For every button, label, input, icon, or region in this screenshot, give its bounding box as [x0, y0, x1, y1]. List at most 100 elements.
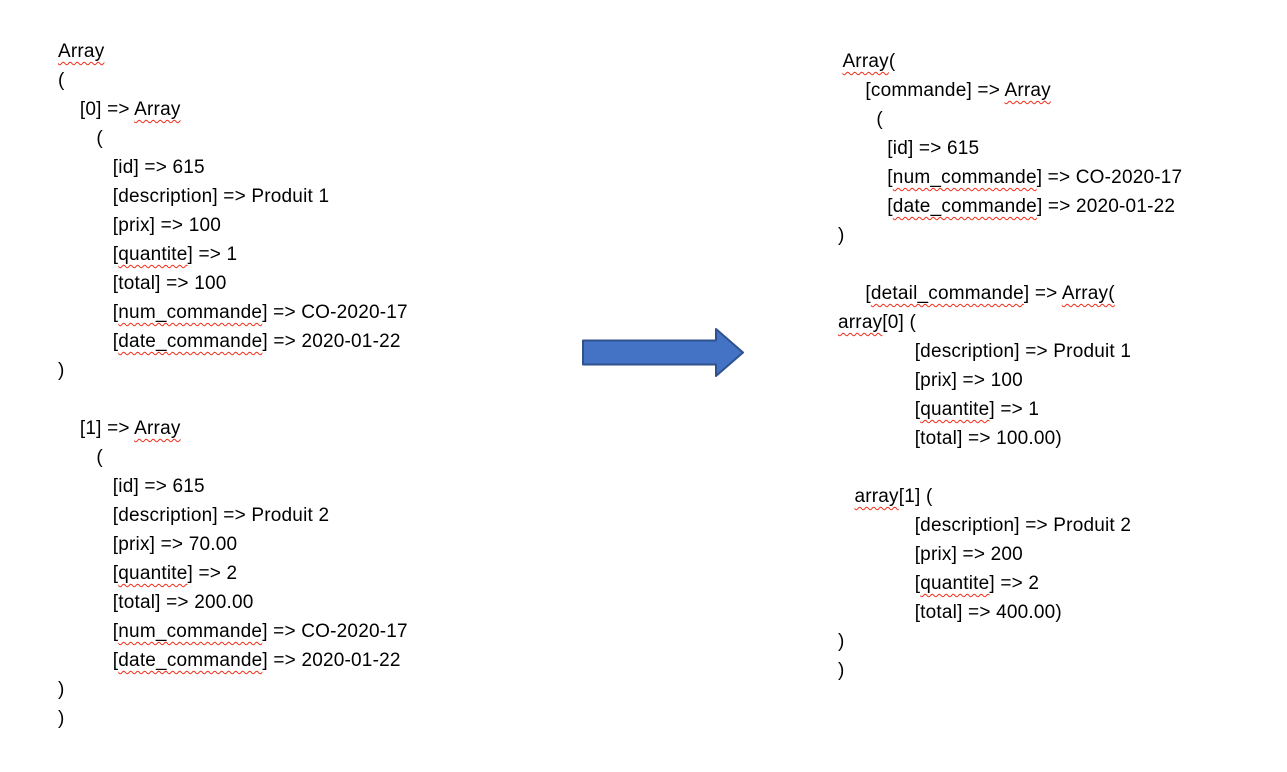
code-text: [total] => 100.00) [838, 428, 1062, 449]
code-line: [prix] => 100 [58, 211, 408, 240]
code-text: ) [58, 679, 65, 700]
code-line: [1] => Array [58, 414, 408, 443]
code-line: ) [58, 704, 408, 733]
code-text: ( [58, 128, 103, 149]
after-array-dump: Array( [commande] => Array ( [id] => 615… [838, 47, 1182, 685]
code-text: [description] => Produit 1 [838, 341, 1132, 362]
code-text: [id] => 615 [58, 157, 205, 178]
code-text: [description] => Produit 1 [58, 186, 330, 207]
code-line: [prix] => 200 [838, 540, 1182, 569]
code-text: [ [58, 302, 119, 323]
misspelled-word: Array [58, 41, 105, 62]
code-text: [1] ( [898, 486, 933, 507]
code-text: [1] => [58, 418, 135, 439]
code-text: ( [838, 109, 883, 130]
code-text: [total] => 400.00) [838, 602, 1062, 623]
code-line: [0] => Array [58, 95, 408, 124]
code-line: [description] => Produit 2 [58, 501, 408, 530]
code-text: ] => 2020-01-22 [262, 650, 401, 671]
code-text: [prix] => 70.00 [58, 534, 238, 555]
misspelled-word: date_commande [892, 196, 1037, 217]
misspelled-word: quantite [920, 399, 990, 420]
code-line: ) [838, 627, 1182, 656]
code-text: ) [58, 360, 65, 381]
code-text: [prix] => 100 [58, 215, 222, 236]
code-line: [quantite] => 1 [838, 395, 1182, 424]
misspelled-word: num_commande [892, 167, 1037, 188]
code-line: ( [838, 105, 1182, 134]
code-text: ] => [1023, 283, 1062, 304]
code-text: [ [838, 196, 893, 217]
code-line: [num_commande] => CO-2020-17 [58, 617, 408, 646]
code-line: [total] => 200.00 [58, 588, 408, 617]
code-line: [commande] => Array [838, 76, 1182, 105]
code-text: [total] => 200.00 [58, 592, 254, 613]
misspelled-word: Array [134, 99, 181, 120]
code-text: [ [58, 331, 119, 352]
code-line: [date_commande] => 2020-01-22 [58, 646, 408, 675]
code-line: [num_commande] => CO-2020-17 [58, 298, 408, 327]
code-text: [ [58, 244, 119, 265]
right-arrow-icon [582, 328, 744, 377]
code-line [58, 385, 408, 414]
code-text: [ [58, 621, 119, 642]
code-line: [total] => 100.00) [838, 424, 1182, 453]
code-line: [description] => Produit 1 [838, 337, 1182, 366]
code-line: ) [58, 356, 408, 385]
code-text: [prix] => 100 [838, 370, 1023, 391]
misspelled-word: num_commande [118, 621, 263, 642]
code-line: array[0] ( [838, 308, 1182, 337]
code-text: [prix] => 200 [838, 544, 1023, 565]
before-array-dump: Array ( [0] => Array ( [id] => 615 [descr… [58, 37, 408, 733]
code-line: ) [838, 656, 1182, 685]
misspelled-word: array [838, 312, 883, 333]
code-text: ) [838, 225, 845, 246]
misspelled-word: Array [1004, 80, 1051, 101]
misspelled-word: quantite [118, 244, 188, 265]
misspelled-word: num_commande [118, 302, 263, 323]
code-line: [description] => Produit 2 [838, 511, 1182, 540]
misspelled-word: Array( [1061, 283, 1115, 304]
code-line: ( [58, 124, 408, 153]
code-line: [description] => Produit 1 [58, 182, 408, 211]
code-text: ] => CO-2020-17 [262, 302, 408, 323]
code-line: array[1] ( [838, 482, 1182, 511]
code-line: [detail_commande] => Array( [838, 279, 1182, 308]
code-line: [prix] => 100 [838, 366, 1182, 395]
code-line: [total] => 100 [58, 269, 408, 298]
right-arrow-shape [582, 328, 744, 377]
code-line: Array [58, 37, 408, 66]
code-line: ) [838, 221, 1182, 250]
code-line: [prix] => 70.00 [58, 530, 408, 559]
code-line: [date_commande] => 2020-01-22 [838, 192, 1182, 221]
code-text: [ [58, 650, 119, 671]
code-line [838, 250, 1182, 279]
code-text: ] => CO-2020-17 [1036, 167, 1183, 188]
code-text: [id] => 615 [838, 138, 980, 159]
transform-arrow [582, 328, 745, 377]
code-line: [date_commande] => 2020-01-22 [58, 327, 408, 356]
code-line: Array( [838, 47, 1182, 76]
code-text: ) [838, 631, 845, 652]
misspelled-word: Array [842, 51, 889, 72]
code-line: [total] => 400.00) [838, 598, 1182, 627]
code-line: [id] => 615 [58, 153, 408, 182]
code-text: ] => 2 [187, 563, 238, 584]
code-text: ) [58, 708, 65, 729]
code-text: ] => CO-2020-17 [262, 621, 408, 642]
code-text: ] => 1 [989, 399, 1040, 420]
code-text: ] => 2020-01-22 [262, 331, 401, 352]
code-line: [quantite] => 2 [58, 559, 408, 588]
code-text: [description] => Produit 2 [58, 505, 330, 526]
code-text: [commande] => [838, 80, 1005, 101]
misspelled-word: detail_commande [870, 283, 1024, 304]
misspelled-word: array [854, 486, 899, 507]
code-line: ( [58, 443, 408, 472]
code-text: [ [838, 283, 871, 304]
code-text: ( [58, 70, 65, 91]
code-line [838, 453, 1182, 482]
code-line: ( [58, 66, 408, 95]
code-line: ) [58, 675, 408, 704]
code-line: [num_commande] => CO-2020-17 [838, 163, 1182, 192]
